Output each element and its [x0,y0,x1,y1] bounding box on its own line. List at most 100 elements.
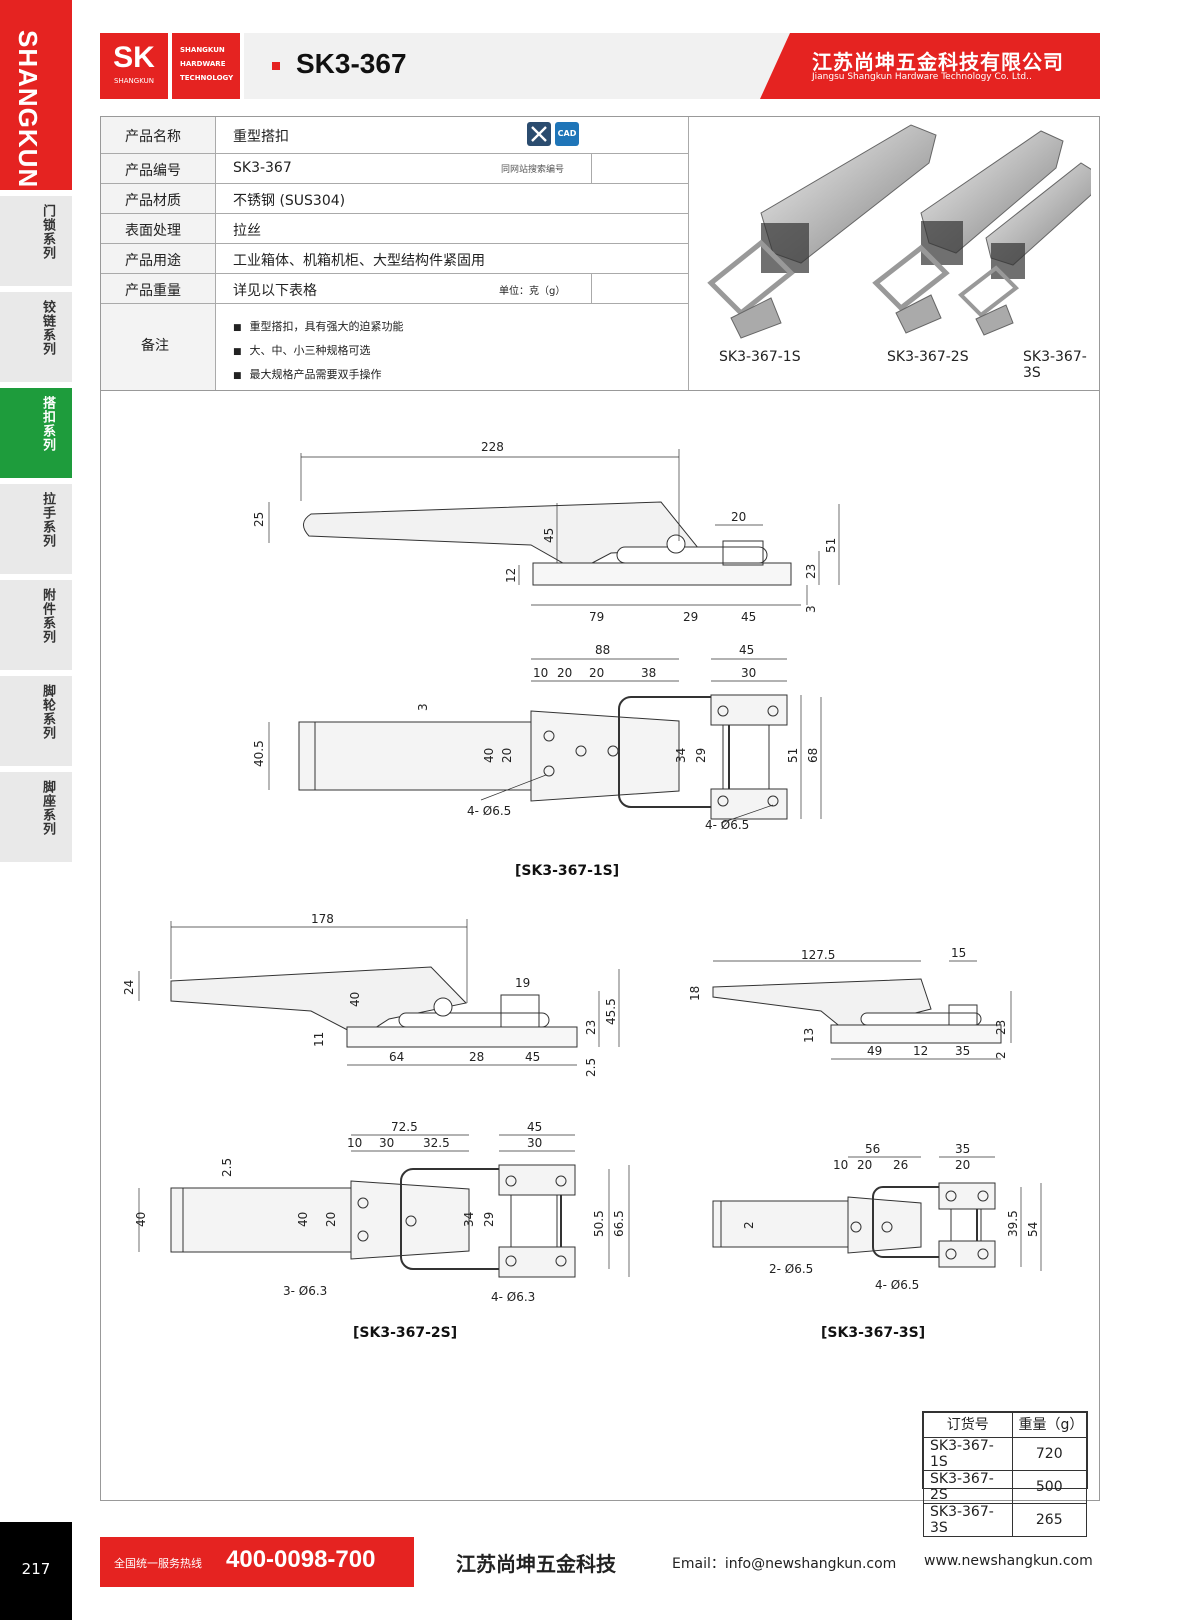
latch-photo-large [707,124,937,339]
dim-label: 26 [893,1158,908,1172]
hotline-label: 全国统一服务热线 [114,1557,202,1570]
dim-label: 45 [542,528,556,543]
dim-label: 20 [557,666,572,680]
dim-label: 56 [865,1142,880,1156]
label-remark: 备注 [141,338,169,354]
label-usage: 产品用途 [125,253,181,269]
drawings-svg: 228 25 45 12 79 29 45 20 23 51 3 88 10 2… [122,440,1042,1341]
label-finish: 表面处理 [125,223,181,239]
technical-drawing-area: 228 25 45 12 79 29 45 20 23 51 3 88 10 2… [100,391,1100,1501]
brand-logo: SK SHANGKUN [100,33,168,99]
hotline-box: 全国统一服务热线 400-0098-700 [100,1537,414,1587]
sidebar-item-hinge[interactable]: 铰链系列 [0,292,72,382]
dim-label: 49 [867,1044,882,1058]
dim-label: 51 [786,748,800,763]
sidebar-item-accessory[interactable]: 附件系列 [0,580,72,670]
dim-label: 4- Ø6.5 [467,804,511,818]
page-number: 217 [0,1522,72,1620]
dim-label: 3- Ø6.3 [283,1284,327,1298]
dim-label: 72.5 [391,1120,418,1134]
dim-label: 23 [584,1020,598,1035]
2d-drawing-icon[interactable] [527,122,551,146]
dim-label: 228 [481,440,504,454]
hotline-number[interactable]: 400-0098-700 [226,1546,376,1573]
value-material: 不锈钢 (SUS304) [233,193,346,209]
dim-label: 4- Ø6.3 [491,1290,535,1304]
dim-label: 29 [683,610,698,624]
dim-label: 23 [804,564,818,579]
dim-label: 19 [515,976,530,990]
page-title: SK3-367 [296,48,407,79]
drawing-caption-1s: [SK3-367-1S] [515,863,619,879]
footer-email[interactable]: Email：info@newshangkun.com [672,1556,897,1572]
dim-label: 4- Ø6.5 [875,1278,919,1292]
sidebar-item-foot[interactable]: 脚座系列 [0,772,72,862]
dim-label: 2 [994,1051,1008,1059]
dim-label: 20 [589,666,604,680]
dim-label: 79 [589,610,604,624]
drawing-3s-side [712,960,1012,1060]
product-info-table: 产品名称 重型搭扣 CAD 产品编号 SK3-367 同网站搜索编号 产品材质 … [100,116,1100,391]
dim-label: 10 [347,1136,362,1150]
dim-label: 29 [482,1212,496,1227]
label-name: 产品名称 [125,129,181,145]
dim-label: 32.5 [423,1136,450,1150]
latch-photo-small [957,162,1091,336]
dim-label: 66.5 [612,1210,626,1237]
dim-label: 30 [741,666,756,680]
dim-label: 2 [742,1221,756,1229]
dim-label: 40 [482,748,496,763]
dim-label: 20 [955,1158,970,1172]
product-photo [707,124,1091,339]
sidebar-item-latch[interactable]: 搭扣系列 [0,388,72,478]
value-weight: 详见以下表格 [233,283,317,299]
dim-label: 23 [994,1020,1008,1035]
dim-label: 3 [804,605,818,613]
drawing-2s-top [138,1134,630,1278]
sidebar-item-handle[interactable]: 拉手系列 [0,484,72,574]
dim-label: 2.5 [220,1158,234,1177]
value-usage: 工业箱体、机箱机柜、大型结构件紧固用 [233,253,485,269]
dim-label: 40 [296,1212,310,1227]
dim-label: 30 [527,1136,542,1150]
dim-label: 30 [379,1136,394,1150]
dim-label: 20 [500,748,514,763]
value-name: 重型搭扣 [233,129,289,145]
footer-website[interactable]: www.newshangkun.com [924,1553,1093,1569]
dim-label: 34 [674,748,688,763]
sidebar-item-door-lock[interactable]: 门锁系列 [0,196,72,286]
photo-label-2s: SK3-367-2S [887,349,969,365]
dim-label: 45.5 [604,998,618,1025]
drawing-caption-3s: [SK3-367-3S] [821,1325,925,1341]
value-finish: 拉丝 [233,223,261,239]
dim-label: 40 [134,1212,148,1227]
search-code-note: 同网站搜索编号 [501,165,565,175]
latch-photo-medium [872,130,1064,334]
sidebar-item-caster[interactable]: 脚轮系列 [0,676,72,766]
cad-download-icon[interactable]: CAD [555,122,579,146]
dim-label: 45 [739,643,754,657]
sidebar-brand: SHANGKUN [0,0,72,190]
footer-company: 江苏尚坤五金科技 [456,1552,616,1576]
dim-label: 40.5 [252,740,266,767]
remark-item: 最大规格产品需要双手操作 [233,366,382,382]
remark-item: 重型搭扣，具有强大的迫紧功能 [233,318,404,334]
dim-label: 51 [824,538,838,553]
dim-label: 2.5 [584,1058,598,1077]
company-band [760,33,1100,99]
dim-label: 35 [955,1142,970,1156]
drawing-3s-top [712,1156,1042,1271]
dim-label: 40 [348,992,362,1007]
dim-label: 12 [913,1044,928,1058]
weight-unit: 单位：克（g） [499,286,566,297]
dim-label: 50.5 [592,1210,606,1237]
dim-label: 64 [389,1050,404,1064]
dim-label: 20 [731,510,746,524]
dim-label: 45 [527,1120,542,1134]
drawing-2s-side [138,919,620,1066]
dim-label: 13 [802,1028,816,1043]
